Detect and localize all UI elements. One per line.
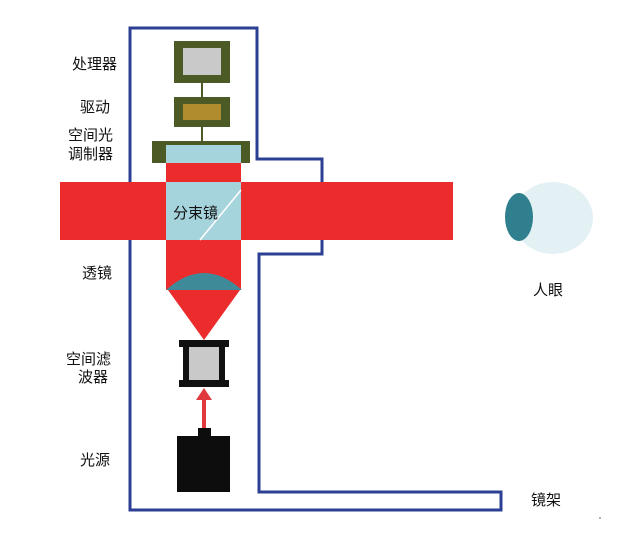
light-direction-arrow-head: [196, 388, 212, 400]
spatial-filter-left-post: [183, 340, 189, 387]
spatial-filter-glass: [186, 343, 222, 383]
beam-splitter-diagonal: [199, 189, 242, 241]
beam-splitter-label: 分束镜: [173, 204, 219, 222]
eye-label: 人眼: [533, 281, 564, 299]
spatial-filter-bottom-bar: [179, 380, 229, 387]
lens-shape: [166, 273, 242, 290]
lens-label: 透镜: [82, 264, 113, 282]
slm-label-line2: 调制器: [68, 145, 114, 163]
spatial-filter-right-post: [219, 340, 225, 387]
spatial-filter-label-line2: 波器: [78, 368, 109, 386]
frame-label: 镜架: [531, 491, 562, 509]
eye-shape: [513, 182, 593, 254]
slm-label-line1: 空间光: [68, 126, 114, 144]
processor-screen: [183, 48, 221, 75]
driver-label: 驱动: [80, 98, 111, 116]
light-source-label: 光源: [80, 451, 111, 469]
slm-panel: [166, 145, 241, 163]
light-source-cap: [198, 428, 211, 438]
processor-label: 处理器: [72, 55, 118, 73]
frame-outline: [128, 26, 503, 512]
corner-mark: [599, 517, 601, 519]
driver-chip: [183, 104, 221, 120]
spatial-filter-label-line1: 空间滤: [66, 350, 112, 368]
horizontal-light-beam: [60, 182, 453, 240]
spatial-filter-top-bar: [179, 340, 229, 347]
light-source-body: [177, 436, 230, 492]
beam-splitter-cube: [166, 182, 241, 240]
focused-light-cone: [168, 290, 240, 340]
eye-iris: [505, 193, 533, 241]
